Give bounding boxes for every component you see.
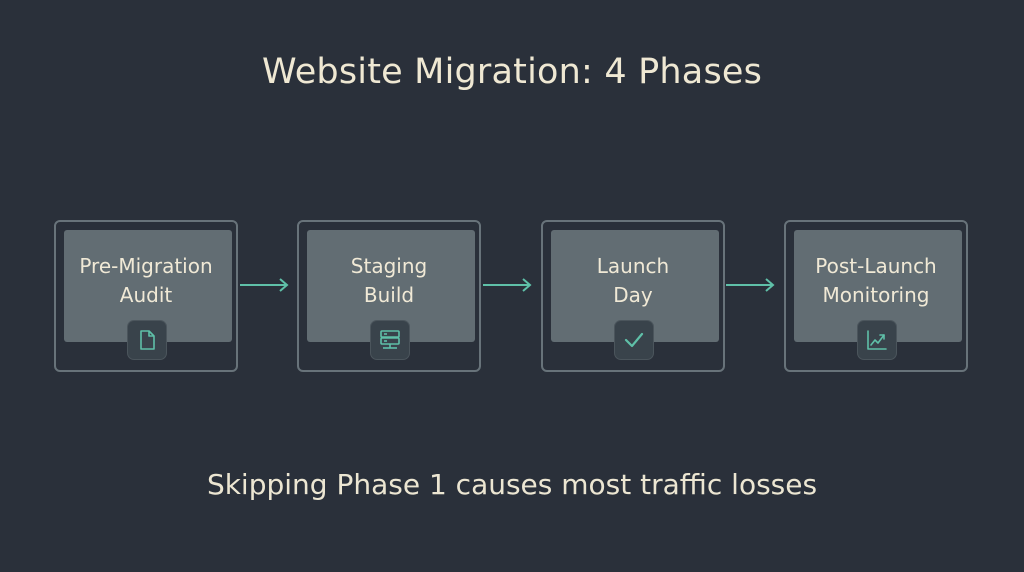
diagram-title: Website Migration: 4 Phases [261,52,763,92]
phase-box-launch-day: Launch Day [541,220,725,372]
server-icon [370,320,410,360]
footer-note: Skipping Phase 1 causes most traffic los… [206,468,818,501]
phase-label: Launch Day [543,252,723,310]
document-icon [127,320,167,360]
phase-box-post-launch-monitoring: Post-Launch Monitoring [784,220,968,372]
phase-box-pre-migration-audit: Pre-Migration Audit [54,220,238,372]
flow-arrow-1-to-2 [240,278,289,292]
phase-label-line-2: Audit [119,283,173,307]
phase-label-line-1: Launch [596,254,670,278]
phase-label: Pre-Migration Audit [56,252,236,310]
phase-label-line-2: Day [613,283,653,307]
phase-label-line-1: Pre-Migration [79,254,213,278]
phase-label: Post-Launch Monitoring [786,252,966,310]
phase-label-line-1: Staging [350,254,428,278]
phase-label: Staging Build [299,252,479,310]
checkmark-icon [614,320,654,360]
flow-arrow-2-to-3 [483,278,532,292]
phase-label-line-1: Post-Launch [815,254,937,278]
phase-box-staging-build: Staging Build [297,220,481,372]
trend-chart-icon [857,320,897,360]
phase-label-line-2: Monitoring [822,283,930,307]
phase-label-line-2: Build [363,283,415,307]
flow-arrow-3-to-4 [726,278,775,292]
